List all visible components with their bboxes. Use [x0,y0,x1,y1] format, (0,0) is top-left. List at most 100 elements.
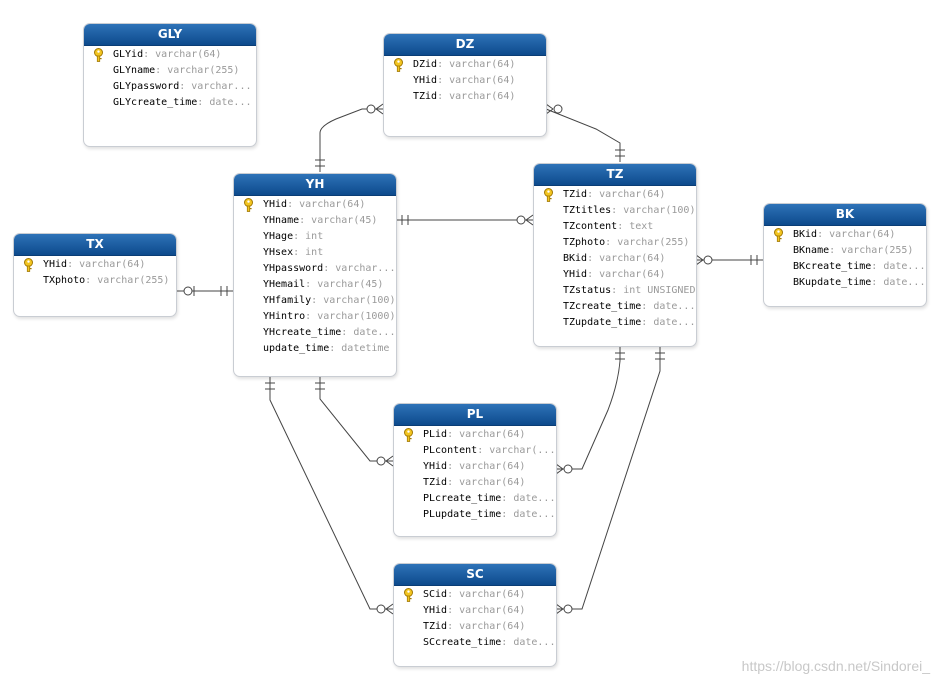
field-row[interactable]: BKupdate_time: date... [764,275,926,291]
field-row[interactable]: PLcontent: varchar(... [394,443,556,459]
field-row[interactable]: TZid: varchar(64) [384,89,546,105]
field-row[interactable]: YHsex: int [234,245,396,261]
field-separator: : [155,65,168,76]
table-title: YH [234,174,396,196]
field-row[interactable]: PLcreate_time: date... [394,491,556,507]
field-separator: : [871,277,884,288]
field-row[interactable]: PLid: varchar(64) [394,427,556,443]
field-name: TZid [563,189,588,200]
field-row[interactable]: GLYname: varchar(255) [84,63,256,79]
field-row[interactable]: BKcreate_time: date... [764,259,926,275]
field-separator: : [437,91,450,102]
field-separator: : [305,311,318,322]
field-row[interactable]: YHid: varchar(64) [534,267,696,283]
field-row[interactable]: DZid: varchar(64) [384,57,546,73]
field-row[interactable]: TZcontent: text [534,219,696,235]
field-row[interactable]: TZupdate_time: date... [534,315,696,331]
field-row[interactable]: TZcreate_time: date... [534,299,696,315]
field-separator: : [447,461,460,472]
field-row[interactable]: TZid: varchar(64) [394,619,556,635]
field-name: GLYcreate_time [113,97,198,108]
field-name: TZid [423,621,448,632]
field-type: date... [513,637,556,648]
field-separator: : [323,263,336,274]
key-icon [394,58,403,72]
field-row[interactable]: YHemail: varchar(45) [234,277,396,293]
field-name: SCcreate_time [423,637,502,648]
field-row[interactable]: SCcreate_time: date... [394,635,556,651]
field-row[interactable]: GLYid: varchar(64) [84,47,256,63]
field-row[interactable]: YHpassword: varchar... [234,261,396,277]
field-name: YHid [563,269,588,280]
many-marker [525,219,534,226]
field-name: YHid [413,75,438,86]
table-title: BK [764,204,926,226]
field-separator: : [299,215,312,226]
optional-marker [516,215,526,225]
field-name: TXphoto [43,275,86,286]
field-row[interactable]: BKname: varchar(255) [764,243,926,259]
field-row[interactable]: YHid: varchar(64) [384,73,546,89]
field-row[interactable]: YHage: int [234,229,396,245]
field-row[interactable]: TZid: varchar(64) [534,187,696,203]
field-row[interactable]: TZstatus: int UNSIGNED [534,283,696,299]
field-row[interactable]: TXphoto: varchar(255) [14,273,176,289]
field-row[interactable]: BKid: varchar(64) [764,227,926,243]
field-row[interactable]: GLYpassword: varchar... [84,79,256,95]
field-row[interactable]: YHid: varchar(64) [14,257,176,273]
table-title: PL [394,404,556,426]
field-row[interactable]: YHfamily: varchar(100) [234,293,396,309]
field-row[interactable]: YHid: varchar(64) [234,197,396,213]
field-row[interactable]: BKid: varchar(64) [534,251,696,267]
field-name: YHid [423,461,448,472]
field-name: YHemail [263,279,306,290]
field-separator: : [143,49,156,60]
field-separator: : [587,189,600,200]
field-row[interactable]: SCid: varchar(64) [394,587,556,603]
field-name: YHcreate_time [263,327,342,338]
field-separator: : [447,621,460,632]
many-marker [555,603,564,610]
field-name: TZphoto [563,237,606,248]
field-row[interactable]: GLYcreate_time: date... [84,95,256,111]
field-name: YHintro [263,311,306,322]
field-type: varchar(45) [311,215,378,226]
field-row[interactable]: TZid: varchar(64) [394,475,556,491]
field-type: varchar(255) [617,237,690,248]
field-name: PLid [423,429,448,440]
many-marker [555,463,564,470]
field-separator: : [641,301,654,312]
field-type: varchar(100) [623,205,696,216]
field-row[interactable]: YHid: varchar(64) [394,603,556,619]
field-separator: : [611,205,624,216]
many-marker [695,254,704,261]
field-separator: : [605,237,618,248]
field-row[interactable]: YHname: varchar(45) [234,213,396,229]
field-row[interactable]: YHintro: varchar(1000) [234,309,396,325]
field-type: datetime [341,343,390,354]
watermark: https://blog.csdn.net/Sindorei_ [741,658,930,674]
field-separator: : [447,605,460,616]
field-row[interactable]: TZphoto: varchar(255) [534,235,696,251]
field-row[interactable]: PLupdate_time: date... [394,507,556,523]
field-row[interactable]: TZtitles: varchar(100) [534,203,696,219]
field-row[interactable]: update_time: datetime [234,341,396,357]
field-separator: : [179,81,192,92]
field-type: date... [513,493,556,504]
field-type: varchar(64) [599,189,666,200]
field-name: TZid [423,477,448,488]
field-name: BKid [563,253,588,264]
field-row[interactable]: YHcreate_time: date... [234,325,396,341]
field-separator: : [437,75,450,86]
field-row[interactable]: YHid: varchar(64) [394,459,556,475]
field-name: YHid [423,605,448,616]
